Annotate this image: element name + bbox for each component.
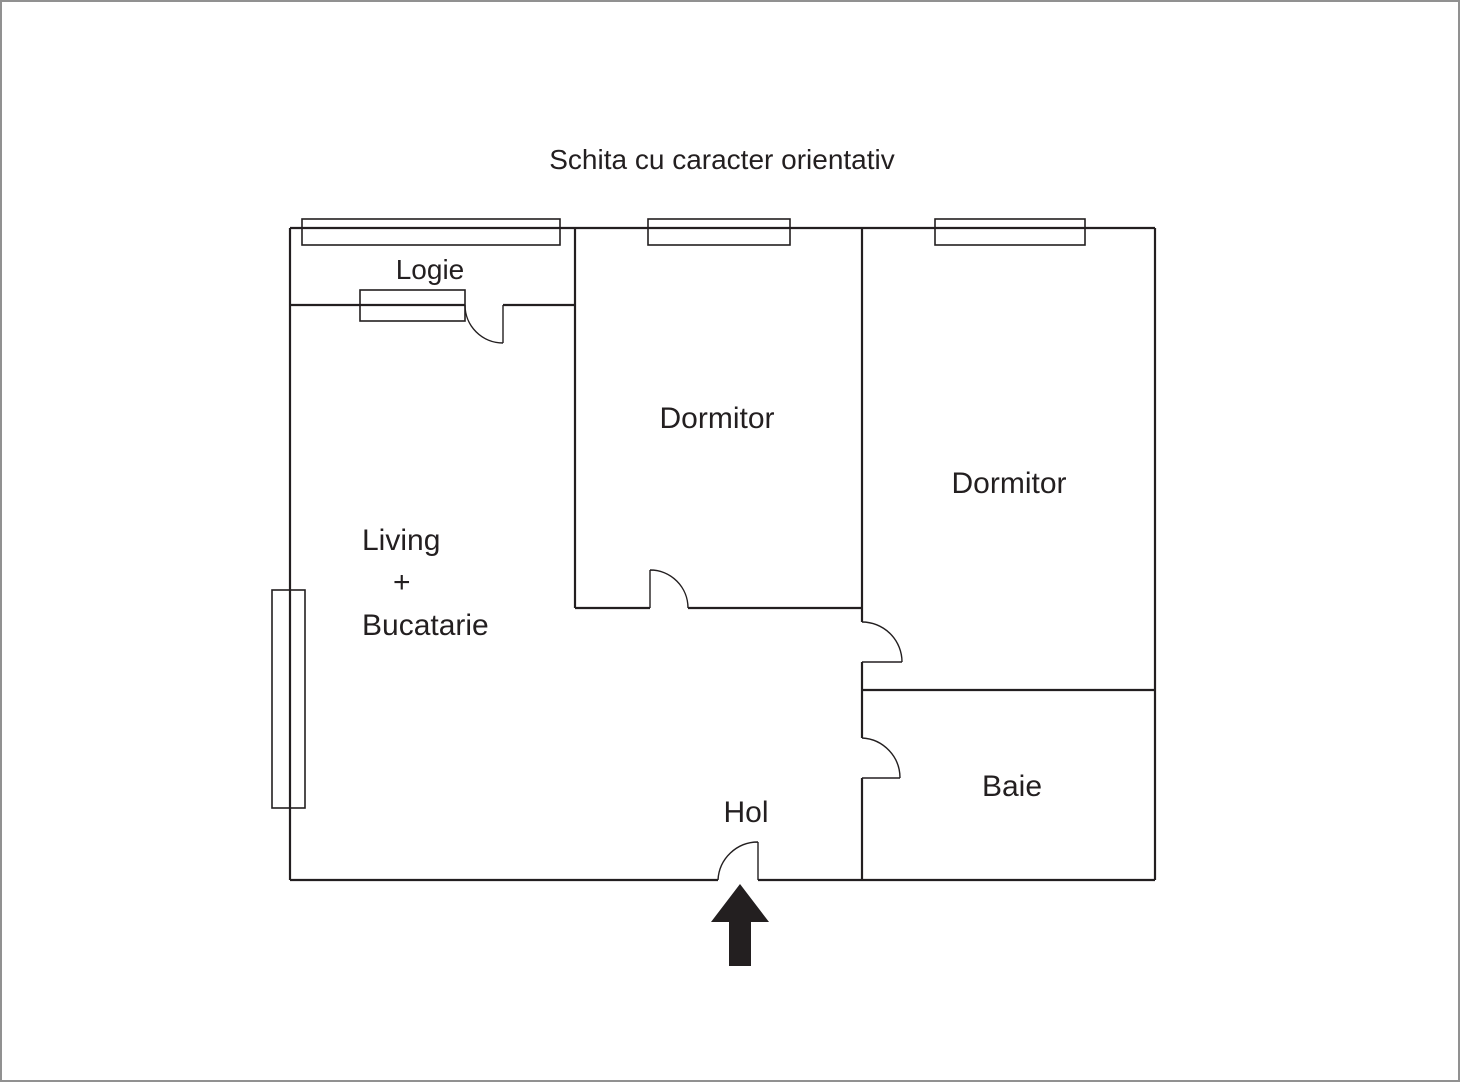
window-logie-top bbox=[301, 218, 561, 246]
room-labels: Logie Dormitor Dormitor Living + Bucatar… bbox=[362, 254, 1067, 829]
door-baie bbox=[861, 737, 901, 779]
doors bbox=[464, 304, 903, 881]
entrance-arrow-up-icon bbox=[711, 884, 769, 966]
door-logie bbox=[464, 304, 504, 344]
door-entrance bbox=[717, 841, 759, 881]
window-dormitor1-top bbox=[647, 218, 791, 246]
walls bbox=[288, 226, 1157, 882]
room-label-living-line2: + bbox=[393, 566, 411, 599]
room-label-dormitor-1: Dormitor bbox=[659, 402, 774, 435]
room-label-hol: Hol bbox=[723, 796, 768, 829]
room-label-baie: Baie bbox=[982, 770, 1042, 803]
room-label-logie: Logie bbox=[396, 254, 465, 285]
door-dormitor2 bbox=[861, 621, 903, 663]
door-dormitor1 bbox=[649, 569, 689, 609]
windows bbox=[271, 218, 1086, 809]
window-dormitor2-top bbox=[934, 218, 1086, 246]
window-living-left bbox=[271, 589, 306, 809]
room-label-living-line1: Living bbox=[362, 524, 440, 557]
plan-title: Schita cu caracter orientativ bbox=[549, 144, 895, 175]
room-label-dormitor-2: Dormitor bbox=[951, 467, 1066, 500]
room-label-living-line3: Bucatarie bbox=[362, 609, 489, 642]
